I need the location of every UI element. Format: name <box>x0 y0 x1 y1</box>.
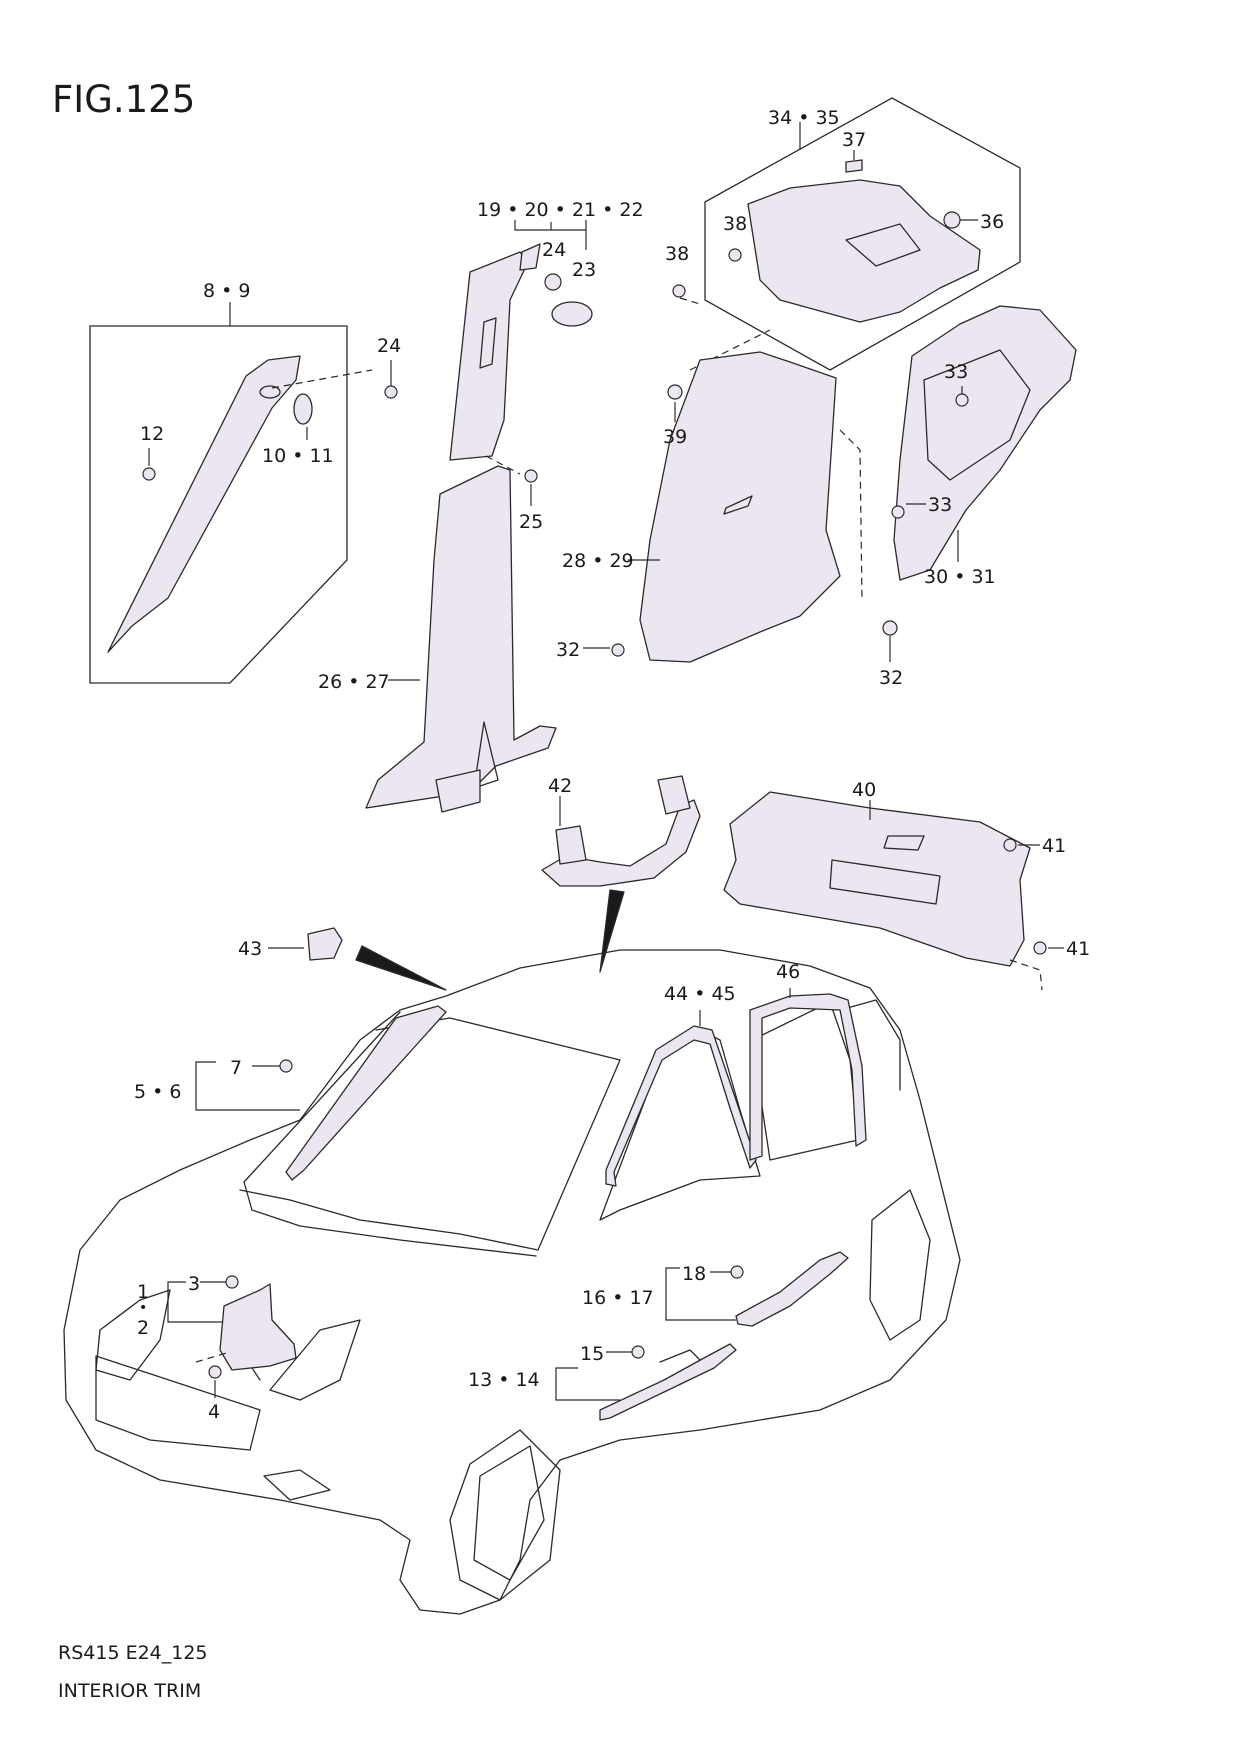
callout-4: 4 <box>208 1401 220 1423</box>
callout-43: 43 <box>238 938 262 960</box>
clip-15 <box>631 1345 645 1359</box>
callout-38b: 38 <box>665 243 689 265</box>
windshield-pillar-trim <box>285 1005 447 1181</box>
callout-33a: 33 <box>944 361 968 383</box>
callout-3: 3 <box>188 1273 200 1295</box>
callout-44-45: 44 • 45 <box>664 983 736 1005</box>
clip-43 <box>307 927 343 961</box>
clip-39 <box>667 384 683 400</box>
callout-24b: 24 <box>542 239 566 261</box>
callout-32a: 32 <box>556 639 580 661</box>
front-pillar-grommet <box>259 385 281 399</box>
callout-40: 40 <box>852 779 876 801</box>
callout-39: 39 <box>663 426 687 448</box>
callout-13-14: 13 • 14 <box>468 1369 540 1391</box>
clip-32b <box>882 620 898 636</box>
callout-23: 23 <box>572 259 596 281</box>
seatbelt-guide <box>435 769 481 813</box>
callout-42: 42 <box>548 775 572 797</box>
grip-bracket-left <box>555 825 587 865</box>
front-door-weatherstrip <box>605 1025 757 1187</box>
figure-title: FIG.125 <box>52 78 196 121</box>
callout-32b: 32 <box>879 667 903 689</box>
front-sill-scuff-plate <box>599 1343 737 1421</box>
tailgate-upper-trim <box>723 791 1031 967</box>
callout-36: 36 <box>980 211 1004 233</box>
seatbelt-adjuster-cover <box>519 243 541 271</box>
callout-5-6: 5 • 6 <box>134 1081 181 1103</box>
callout-10-11: 10 • 11 <box>262 445 334 467</box>
clip-25 <box>524 469 538 483</box>
rear-sill-scuff-plate <box>735 1251 849 1327</box>
tailgate-trim-group <box>723 791 1064 991</box>
callout-28-29: 28 • 29 <box>562 550 634 572</box>
rear-door-weatherstrip <box>749 993 867 1161</box>
group-box-34-35 <box>704 97 1021 371</box>
figure-caption: INTERIOR TRIM <box>58 1680 202 1702</box>
clip-41b <box>1033 941 1047 955</box>
group-box-8-9 <box>89 325 348 684</box>
callout-15: 15 <box>580 1343 604 1365</box>
clip-41a <box>1003 838 1017 852</box>
callout-labels: 8 • 9 24 12 10 • 11 19 • 20 • 21 • 22 24… <box>134 107 1090 1423</box>
callout-dot: • <box>139 1300 147 1316</box>
callout-2: 2 <box>137 1317 149 1339</box>
rear-quarter-trim <box>893 305 1077 581</box>
bolt-24 <box>384 385 398 399</box>
callout-30-31: 30 • 31 <box>924 566 996 588</box>
figure-code: RS415 E24_125 <box>58 1642 208 1664</box>
callout-38a: 38 <box>723 213 747 235</box>
callout-12: 12 <box>140 423 164 445</box>
callout-24a: 24 <box>377 335 401 357</box>
clip-38a <box>728 248 742 262</box>
center-pillar-upper-trim <box>449 251 529 461</box>
bolt-24b <box>544 273 562 291</box>
clip-33a <box>955 393 969 407</box>
callout-34-35: 34 • 35 <box>768 107 840 129</box>
clip-18 <box>730 1265 744 1279</box>
hook-37 <box>845 159 863 173</box>
front-kick-panel <box>219 1283 297 1371</box>
cover-23 <box>551 301 593 327</box>
clip-3 <box>225 1275 239 1289</box>
center-pillar-trim-group <box>365 220 593 813</box>
scuff-plate-group <box>555 1251 849 1421</box>
callout-19-22: 19 • 20 • 21 • 22 <box>477 199 644 221</box>
clip-38b <box>672 284 686 298</box>
weatherstrip-group <box>605 988 867 1187</box>
callout-1: 1 <box>137 1281 149 1303</box>
kick-panel-group <box>167 1275 297 1398</box>
assist-grip-group <box>541 775 701 973</box>
grip-bracket-right <box>657 775 691 815</box>
clip-12 <box>142 467 156 481</box>
windshield-pillar-group <box>195 1005 447 1181</box>
clip-7 <box>279 1059 293 1073</box>
callout-16-17: 16 • 17 <box>582 1287 654 1309</box>
luggage-side-trim <box>747 179 981 323</box>
quarter-inner-trim <box>639 351 841 663</box>
callout-8-9: 8 • 9 <box>203 280 250 302</box>
clip-32a <box>611 643 625 657</box>
front-pillar-trim-group <box>89 302 398 684</box>
speaker-cap <box>293 393 313 425</box>
callout-41a: 41 <box>1042 835 1066 857</box>
callout-26-27: 26 • 27 <box>318 671 390 693</box>
clip-43-group <box>268 927 447 991</box>
callout-37: 37 <box>842 129 866 151</box>
assist-grip <box>541 799 701 887</box>
front-pillar-trim <box>107 355 301 653</box>
center-pillar-lower-trim <box>365 465 557 809</box>
clip-33b <box>891 505 905 519</box>
callout-41b: 41 <box>1066 938 1090 960</box>
callout-46: 46 <box>776 961 800 983</box>
clip-4 <box>208 1365 222 1379</box>
quarter-trim-group <box>583 97 1077 663</box>
callout-33b: 33 <box>928 494 952 516</box>
callout-25: 25 <box>519 511 543 533</box>
callout-7: 7 <box>230 1057 242 1079</box>
clip-36 <box>943 211 961 229</box>
callout-18: 18 <box>682 1263 706 1285</box>
